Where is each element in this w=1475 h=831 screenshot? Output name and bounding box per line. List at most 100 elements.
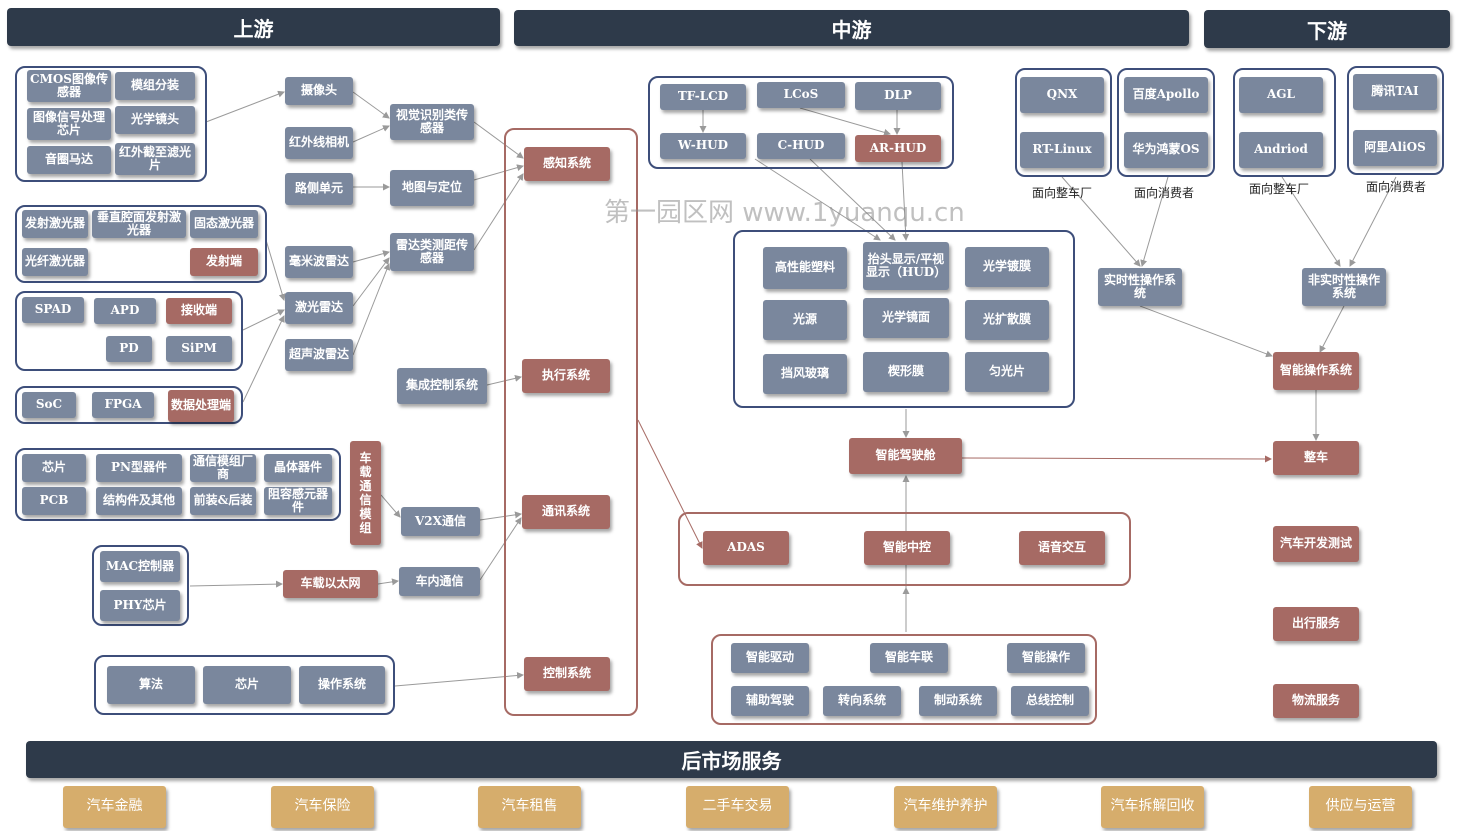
node-execution-system: 执行系统	[522, 359, 610, 393]
node-map-positioning: 地图与定位	[390, 170, 474, 206]
node-optical-mirror: 光学镜面	[863, 298, 949, 338]
node-in-vehicle-comm: 车内通信	[399, 567, 480, 596]
node-solid-laser: 固态激光器	[190, 210, 258, 238]
node-integrated-control: 集成控制系统	[397, 368, 487, 404]
node-control-system: 控制系统	[524, 657, 610, 691]
node-visual-sensor: 视觉识别类传感器	[390, 104, 474, 140]
node-dlp: DLP	[855, 82, 941, 110]
node-smart-iov: 智能车联	[870, 643, 948, 673]
node-isp-chip: 图像信号处理芯片	[27, 108, 111, 140]
node-pd: PD	[106, 336, 152, 362]
label-consumer-2: 面向消费者	[1366, 180, 1427, 194]
node-assist-driving: 辅助驾驶	[731, 686, 809, 716]
node-hp-plastic: 高性能塑料	[763, 247, 847, 289]
label-consumer-1: 面向消费者	[1134, 186, 1195, 200]
node-adas: ADAS	[703, 531, 789, 565]
node-voice-coil-motor: 音圈马达	[27, 146, 111, 174]
node-sipm: SiPM	[166, 336, 232, 362]
group-electronic-parts	[15, 448, 341, 521]
node-steering-system: 转向系统	[823, 686, 901, 716]
label-oem-2: 面向整车厂	[1249, 182, 1310, 196]
node-qnx: QNX	[1020, 77, 1104, 113]
node-comm-vendor: 通信模组厂商	[190, 454, 256, 482]
node-data-processing: 数据处理端	[168, 390, 234, 422]
group-hud-materials	[733, 230, 1075, 408]
node-mmwave-radar: 毫米波雷达	[285, 246, 353, 278]
group-hud-types	[648, 76, 954, 169]
node-auto-insurance: 汽车保险	[271, 786, 374, 828]
node-windshield: 挡风玻璃	[763, 354, 847, 394]
node-agl: AGL	[1239, 77, 1323, 113]
node-android: Andriod	[1239, 132, 1323, 168]
header-downstream: 下游	[1204, 10, 1450, 48]
node-crystal-device: 晶体器件	[264, 454, 332, 482]
node-tencent-tai: 腾讯TAI	[1353, 74, 1437, 110]
node-huawei-harmony: 华为鸿蒙OS	[1124, 132, 1208, 168]
node-roadside-unit: 路侧单元	[285, 173, 353, 205]
node-travel-service: 出行服务	[1273, 607, 1359, 641]
node-fiber-laser: 光纤激光器	[22, 248, 88, 276]
node-bus-control: 总线控制	[1011, 686, 1089, 716]
node-realtime-os: 实时性操作系统	[1098, 268, 1182, 306]
node-lcos: LCoS	[757, 82, 845, 108]
node-cmos-sensor: CMOS图像传感器	[27, 70, 111, 102]
node-w-hud: W-HUD	[660, 133, 746, 159]
node-structural-parts: 结构件及其他	[96, 487, 182, 515]
node-voice-interaction: 语音交互	[1019, 531, 1105, 565]
node-mac-controller: MAC控制器	[100, 551, 180, 582]
node-soc: SoC	[22, 392, 76, 418]
node-os-a: 操作系统	[299, 666, 385, 704]
node-dev-test: 汽车开发测试	[1273, 526, 1359, 562]
node-pre-post-install: 前装&后装	[190, 487, 256, 515]
header-midstream: 中游	[514, 10, 1189, 46]
group-nonrtos-consumer	[1347, 66, 1444, 175]
node-braking-system: 制动系统	[919, 686, 997, 716]
node-smart-os: 智能操作系统	[1273, 352, 1359, 390]
node-auto-dismantle: 汽车拆解回收	[1101, 786, 1204, 828]
group-rtos-oem	[1015, 68, 1112, 177]
node-ultrasonic-radar: 超声波雷达	[285, 339, 353, 371]
node-auto-maintenance: 汽车维护养护	[894, 786, 997, 828]
node-auto-finance: 汽车金融	[63, 786, 166, 828]
group-drive-functions	[711, 634, 1097, 725]
node-rt-linux: RT-Linux	[1020, 132, 1104, 168]
node-optical-coating: 光学镀膜	[965, 247, 1049, 287]
node-tf-lcd: TF-LCD	[660, 84, 746, 110]
node-algorithm: 算法	[107, 666, 195, 704]
node-non-realtime-os: 非实时性操作系统	[1302, 268, 1386, 306]
node-used-car: 二手车交易	[686, 786, 789, 828]
node-camera: 摄像头	[285, 77, 353, 105]
header-aftermarket: 后市场服务	[26, 741, 1437, 778]
group-rtos-consumer	[1117, 68, 1215, 177]
header-upstream: 上游	[7, 8, 500, 46]
node-ar-hud: AR-HUD	[855, 135, 941, 162]
node-ir-cut-filter: 红外截至滤光片	[115, 143, 195, 175]
node-c-hud: C-HUD	[757, 133, 845, 159]
node-vehicle: 整车	[1273, 441, 1359, 475]
node-perception-system: 感知系统	[524, 147, 610, 181]
node-optical-lens: 光学镜头	[115, 106, 195, 134]
group-vehicle-systems	[504, 128, 638, 716]
node-ir-camera: 红外线相机	[285, 127, 353, 159]
node-pn-device: PN型器件	[96, 454, 182, 482]
node-apd: APD	[94, 298, 156, 324]
node-module-split: 模组分装	[115, 72, 195, 100]
node-supply-operation: 供应与运营	[1309, 786, 1412, 828]
node-chip-a: 芯片	[22, 454, 86, 482]
node-emitter: 发射端	[190, 248, 258, 276]
node-logistics-service: 物流服务	[1273, 684, 1359, 718]
node-wedge-film: 楔形膜	[863, 352, 949, 392]
group-processors	[15, 386, 243, 424]
node-comm-system: 通讯系统	[522, 495, 610, 529]
group-cockpit-functions	[678, 512, 1131, 586]
group-camera-components	[15, 66, 207, 182]
watermark: 第一园区网 www.1yuanqu.cn	[604, 198, 965, 228]
node-emit-laser: 发射激光器	[22, 210, 88, 238]
node-fpga: FPGA	[92, 392, 154, 418]
node-vcsel: 垂直腔面发射激光器	[92, 210, 186, 238]
node-baidu-apollo: 百度Apollo	[1124, 77, 1208, 113]
node-radar-sensor: 雷达类测距传感器	[390, 233, 474, 271]
group-receivers	[15, 291, 243, 371]
group-control-inputs	[94, 655, 395, 715]
